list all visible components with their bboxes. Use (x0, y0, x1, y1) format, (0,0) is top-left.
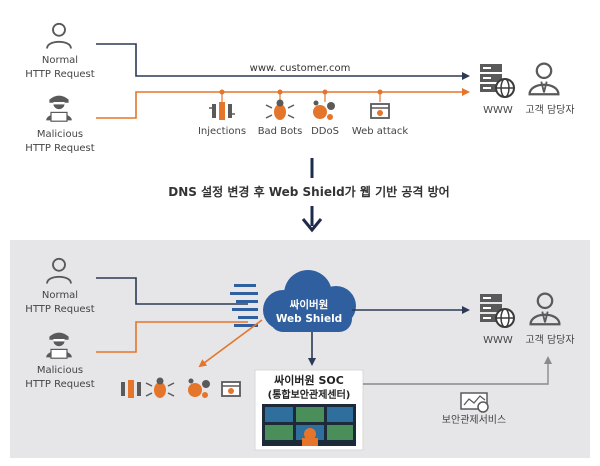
soc-subtitle: (통합보안관제센터) (268, 388, 351, 401)
monitoring-icon (460, 392, 489, 413)
injection-icon (121, 380, 141, 398)
www-label: WWW (483, 335, 513, 346)
www-label: WWW (483, 105, 513, 116)
threat-label-bad-bots: Bad Bots (258, 126, 303, 137)
manager-label: 고객 담당자 (525, 334, 574, 346)
normal-request-line2: HTTP Request (25, 304, 94, 315)
malicious-flow-line (96, 321, 248, 353)
normal-flow-arrow (96, 43, 470, 80)
manager-label: 고객 담당자 (525, 104, 574, 116)
web-attack-icon (370, 103, 390, 119)
malicious-request-line2: HTTP Request (25, 143, 94, 154)
ddos-icon (188, 378, 210, 398)
monitoring-flow-arrow (363, 356, 552, 385)
transition-caption: DNS 설정 변경 후 Web Shield가 웹 기반 공격 방어 (168, 184, 449, 199)
bug-icon (265, 99, 295, 120)
cloud-subtitle: Web Shield (276, 313, 342, 325)
threat-label-ddos: DDoS (311, 126, 339, 137)
malicious-flow-arrow (96, 88, 470, 119)
blocked-attack-arrow (198, 319, 263, 368)
threat-label-injections: Injections (198, 126, 246, 137)
malicious-request-line1: Malicious (37, 365, 83, 376)
normal-request-line2: HTTP Request (25, 69, 94, 80)
bug-icon (145, 377, 175, 398)
malicious-request-line2: HTTP Request (25, 379, 94, 390)
normal-flow-line (96, 277, 248, 305)
normal-request-line1: Normal (42, 290, 78, 301)
soc-title: 싸이버원 SOC (274, 373, 344, 387)
transition-arrowhead (301, 218, 323, 233)
soc-monitor-icon (262, 404, 356, 446)
cloud-title: 싸이버원 (290, 298, 329, 311)
domain-label: www. customer.com (250, 63, 351, 74)
injection-icon (209, 102, 235, 120)
malicious-request-line1: Malicious (37, 129, 83, 140)
normal-request-line1: Normal (42, 55, 78, 66)
threat-label-web-attack: Web attack (352, 126, 409, 137)
monitoring-label: 보안관제서비스 (442, 414, 506, 426)
ddos-icon (313, 100, 335, 120)
web-attack-icon (221, 381, 241, 397)
cloud-icon (230, 270, 356, 332)
